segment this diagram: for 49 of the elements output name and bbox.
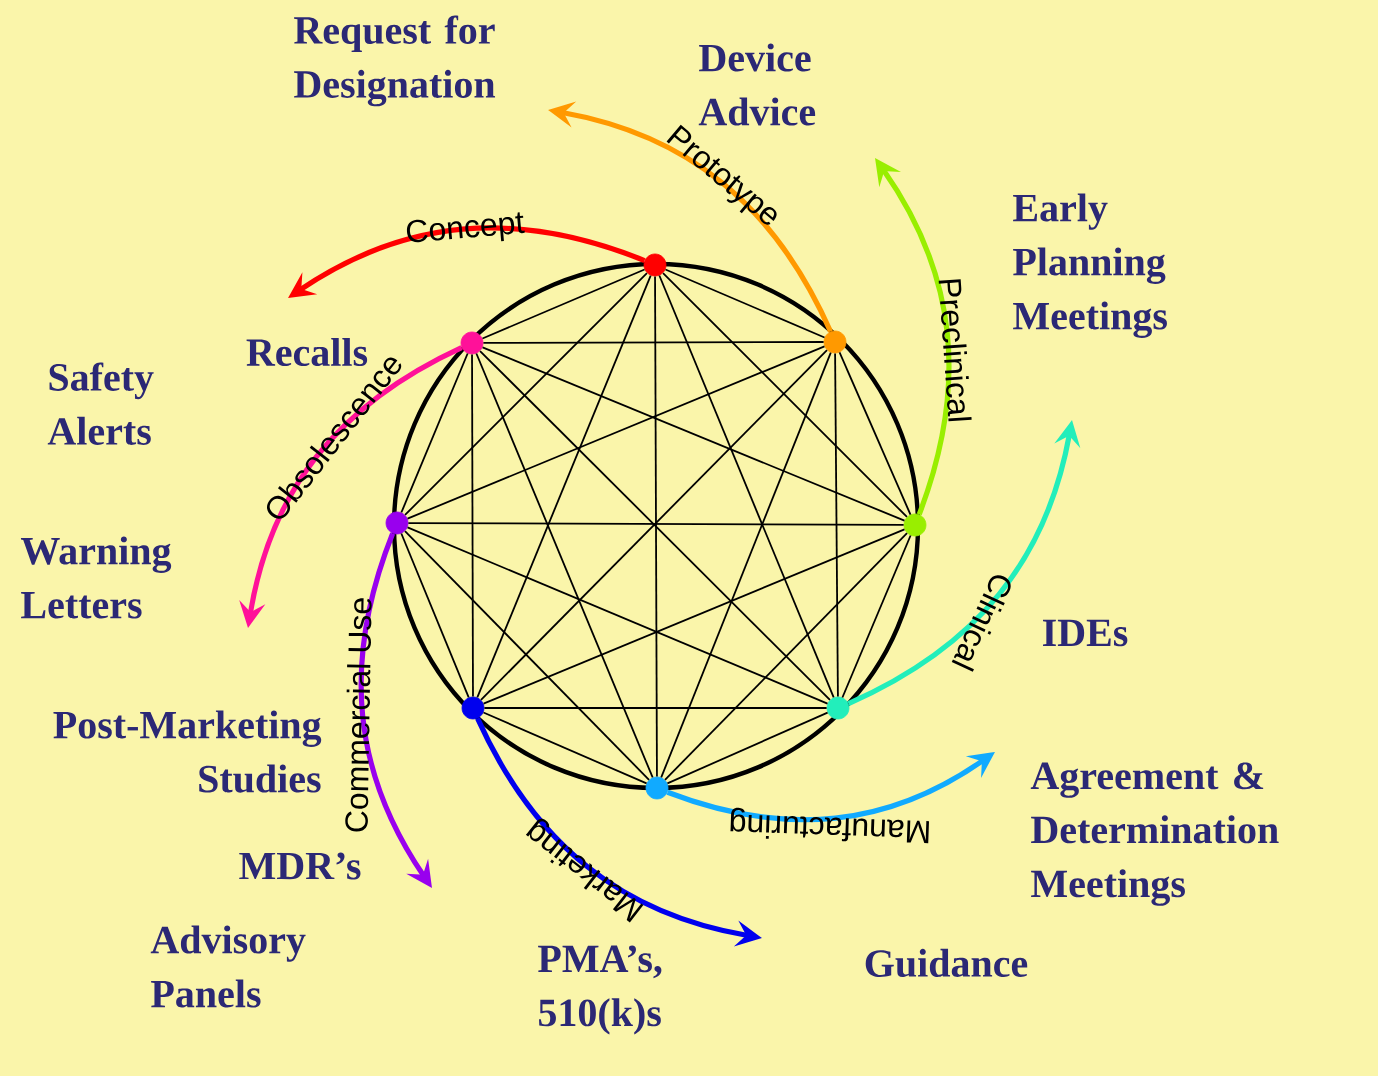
chord-line (400, 352, 469, 514)
chord-line (407, 522, 905, 526)
chord-line (471, 353, 474, 698)
chord-line (406, 526, 829, 705)
chord-line (662, 272, 908, 518)
agency-interaction-label: Agreement & Determination Meetings (1030, 762, 1279, 906)
chord-line (838, 351, 912, 516)
agency-interaction-label: Post-Marketing Studies (53, 710, 322, 793)
chord-line (666, 711, 829, 785)
chord-line (834, 352, 839, 698)
dot (823, 330, 847, 354)
chord-line (660, 351, 832, 779)
agency-interaction-label: Request for Designation (294, 15, 496, 107)
chord-line (481, 268, 646, 340)
edge-label: Preclinical (938, 279, 972, 422)
dot (643, 253, 667, 277)
chord-line (654, 275, 658, 778)
agency-interaction-label: PMA’s, 510(k)s (538, 945, 662, 1035)
agency-interaction-label: Guidance (865, 948, 1028, 978)
edge-label: Concept (406, 212, 525, 243)
chord-line (404, 530, 650, 781)
dot (461, 696, 485, 720)
chord-line (475, 352, 654, 779)
agency-interaction-label: MDR’s (239, 852, 361, 880)
chord-line (483, 707, 828, 709)
agency-interaction-label: Safety Alerts (47, 362, 154, 445)
agency-interaction-label: Warning Letters (20, 536, 172, 619)
chord-line (664, 268, 826, 339)
chord-line (406, 345, 826, 520)
agency-interaction-label: Early Planning Meetings (1013, 193, 1167, 338)
chord-line (482, 341, 825, 344)
chord-line (404, 272, 648, 516)
chord-line (400, 532, 470, 699)
chord-line (841, 534, 912, 699)
chord-line (476, 274, 652, 699)
chord-line (664, 532, 908, 781)
agency-interaction-label: Device Advice (698, 43, 816, 126)
dot (460, 331, 484, 355)
agency-interaction-label: IDEs (1043, 619, 1128, 647)
chord-line (658, 274, 835, 699)
chord-line (482, 711, 648, 785)
agency-interaction-label: Advisory Panels (150, 925, 306, 1008)
dot (645, 776, 669, 800)
dot (903, 513, 927, 537)
edge-label: Manufacturing (730, 807, 929, 844)
edge-label: Commercial Use (345, 598, 372, 832)
chord-line (482, 528, 906, 705)
chord-line (481, 346, 906, 522)
dot (826, 696, 850, 720)
